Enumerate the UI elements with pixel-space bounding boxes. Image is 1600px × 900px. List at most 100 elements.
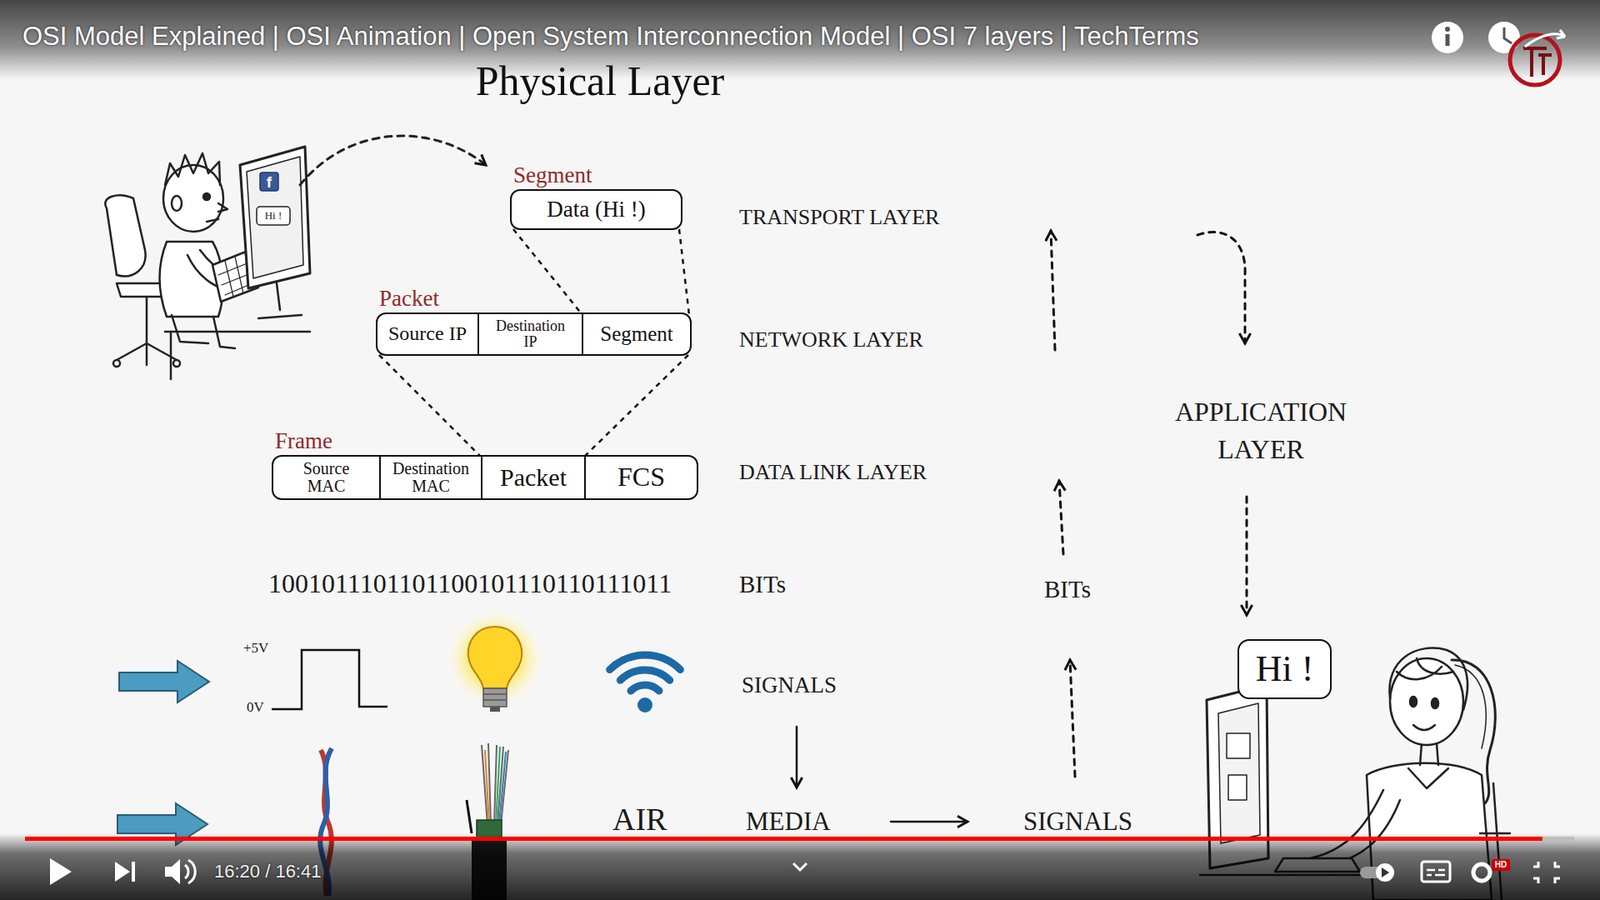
player-controls (1421, 861, 1450, 882)
expansion-line (513, 229, 690, 315)
signal-illustrations (483, 688, 507, 707)
player-top-icons (1523, 48, 1552, 77)
receiver-illustration (1431, 698, 1439, 709)
media-illustrations (495, 746, 500, 825)
field-cell: Destination IP (477, 314, 582, 355)
receiver-illustration (1218, 703, 1260, 844)
signal-illustrations (610, 655, 681, 670)
frame-box: FrameSource MACDestination MACPacketFCS (271, 455, 699, 500)
flow-arrows (795, 726, 799, 788)
top-shade (0, 0, 1600, 80)
sender-illustration (206, 219, 219, 222)
sender-illustration (256, 206, 290, 225)
signal-illustrations (468, 626, 522, 689)
sender-illustration (203, 193, 210, 200)
media-illustrations (481, 743, 509, 825)
player-controls (1426, 870, 1445, 875)
flow-arrows (890, 820, 968, 824)
slide-title: Physical Layer (350, 57, 850, 106)
sender-illustration (105, 135, 486, 380)
signal-illustrations (490, 706, 500, 712)
sender-illustration (165, 330, 310, 334)
sender-illustration (246, 156, 304, 279)
player-top-icons (1525, 30, 1565, 47)
signal-illustrations (119, 660, 210, 703)
medium-name: AIR (612, 801, 667, 839)
player-controls (25, 836, 1543, 841)
flow-arrows (1059, 480, 1064, 555)
player-top-icons (1488, 21, 1520, 54)
sender-illustration (171, 195, 182, 211)
player-controls (25, 836, 1575, 885)
layer-name: BITs (739, 570, 786, 599)
video-title: OSI Model Explained | OSI Animation | Op… (22, 21, 1200, 52)
player-top-icons (1431, 21, 1464, 54)
signal-illustrations (620, 670, 670, 680)
player-top-icons (1445, 34, 1450, 46)
signal-illustrations (117, 606, 680, 845)
sender-illustration (218, 203, 228, 212)
flow-arrows (1197, 232, 1245, 344)
screen-message: Hi ! (256, 210, 290, 223)
receiver-illustration (1408, 768, 1449, 789)
unit-heading: Segment (513, 163, 593, 189)
receiver-illustration (1396, 658, 1454, 680)
player-controls (1473, 864, 1490, 881)
signal-illustrations (271, 650, 388, 710)
sender-illustration (105, 195, 145, 276)
expansion-line (379, 355, 689, 458)
player-top-icons (1504, 27, 1512, 44)
signal-illustrations (630, 685, 660, 691)
media-illustrations (485, 750, 490, 825)
flow-arrows (796, 230, 1247, 822)
player-controls (1381, 867, 1390, 878)
media-illustrations (466, 800, 472, 834)
receiver-illustration (1420, 743, 1439, 765)
field-label: Source IP (388, 323, 467, 345)
layer-name: TRANSPORT LAYER (739, 205, 940, 230)
layer-name: APPLICATION LAYER (1140, 393, 1382, 469)
app-icon-letter: f (260, 173, 279, 192)
player-top-icons (1431, 21, 1565, 85)
receiver-illustration (1390, 658, 1464, 745)
signal-illustrations (637, 697, 653, 713)
sender-illustration (173, 360, 180, 367)
sender-illustration (145, 296, 149, 344)
sender-illustration (163, 165, 224, 232)
flow-arrows (1245, 496, 1249, 615)
unit-heading: Frame (275, 429, 333, 455)
field-label: Segment (600, 323, 674, 345)
player-top-icons (1445, 26, 1450, 32)
player-controls (115, 861, 130, 882)
flow-arrows (1050, 230, 1055, 350)
receiver-illustration (1389, 648, 1468, 710)
player-controls (1375, 863, 1395, 882)
voltage-level: +5V (243, 640, 269, 657)
quality-badge: HD (1491, 860, 1510, 870)
receiver-illustration (1413, 725, 1435, 730)
layer-name: MEDIA (745, 806, 831, 837)
sender-illustration (116, 343, 177, 365)
packet-box: PacketSource IPDestination IPSegment (375, 312, 692, 356)
time-code: 16:20 / 16:41 (214, 860, 321, 882)
signal-illustrations (443, 606, 547, 710)
player-controls (1491, 859, 1510, 871)
field-label: Hi ! (1255, 650, 1315, 689)
player-controls (1533, 861, 1560, 884)
unit-heading: Packet (379, 286, 440, 312)
sender-illustration (113, 360, 120, 367)
field-label: Packet (500, 464, 567, 491)
bit-stream: 1001011101101100101110110111011 (268, 568, 672, 600)
layer-name: SIGNALS (741, 672, 837, 699)
field-cell: FCS (584, 456, 697, 499)
receiver-illustration (1226, 733, 1250, 759)
field-label: Destination MAC (387, 460, 475, 495)
segment-box: SegmentData (Hi !) (510, 189, 683, 230)
signal-illustrations (483, 694, 507, 700)
player-controls (185, 860, 195, 884)
field-cell: Packet (480, 456, 585, 499)
